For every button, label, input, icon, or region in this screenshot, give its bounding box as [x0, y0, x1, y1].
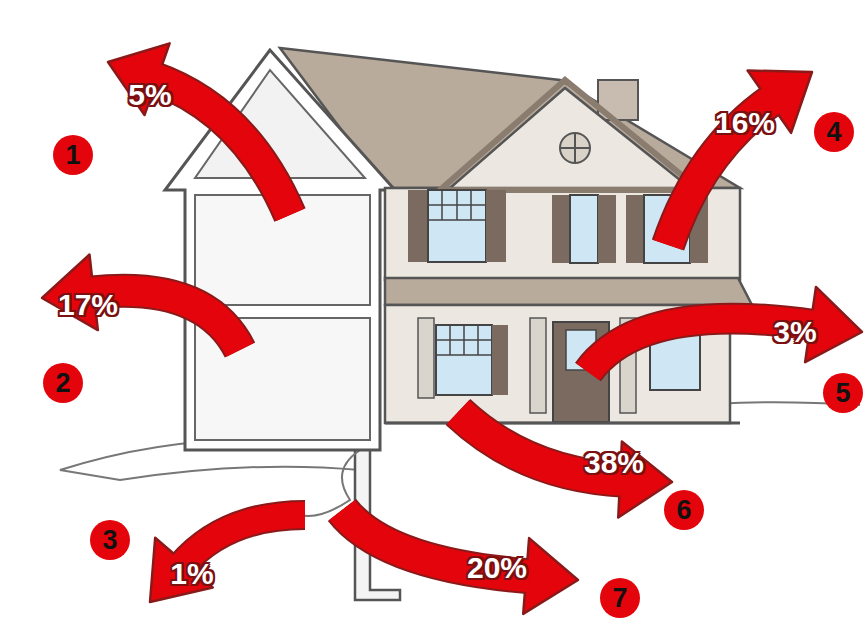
heat-loss-percent: 20%: [467, 551, 527, 585]
callout-number: 2: [43, 363, 83, 403]
arrow-outline: [153, 78, 290, 215]
window-grid: [428, 190, 486, 220]
window: [428, 190, 486, 262]
heat-loss-percent: 5%: [128, 78, 171, 112]
porch-column: [418, 318, 434, 398]
shutter: [486, 190, 506, 262]
shutter: [598, 195, 616, 263]
callout-number: 5: [823, 373, 863, 413]
window: [436, 325, 492, 395]
heat-loss-percent: 38%: [584, 446, 644, 480]
heat-loss-percent: 17%: [58, 288, 118, 322]
callout-number: 1: [53, 135, 93, 175]
shutter: [626, 195, 644, 263]
porch-roof: [385, 278, 752, 305]
callout-number: 6: [664, 490, 704, 530]
gable-vent: [560, 133, 590, 163]
callout-number: 7: [600, 578, 640, 618]
gable-vent: [560, 133, 590, 163]
porch-column: [530, 318, 546, 413]
heat-loss-percent: 3%: [773, 315, 816, 349]
heat-loss-percent: 1%: [170, 557, 213, 591]
heat-loss-arrows: [42, 43, 862, 614]
foundation-line: [385, 422, 740, 425]
arrow-body: [153, 78, 290, 215]
shutter: [492, 325, 508, 395]
callout-number: 4: [814, 112, 854, 152]
window-grid: [436, 325, 492, 355]
gable-trim: [440, 80, 700, 190]
shutter: [408, 190, 428, 262]
shutter: [552, 195, 570, 263]
window: [570, 195, 598, 263]
callout-number: 3: [90, 520, 130, 560]
arrow-head: [523, 538, 578, 614]
front-gable: [450, 88, 690, 188]
heat-loss-percent: 16%: [715, 106, 775, 140]
